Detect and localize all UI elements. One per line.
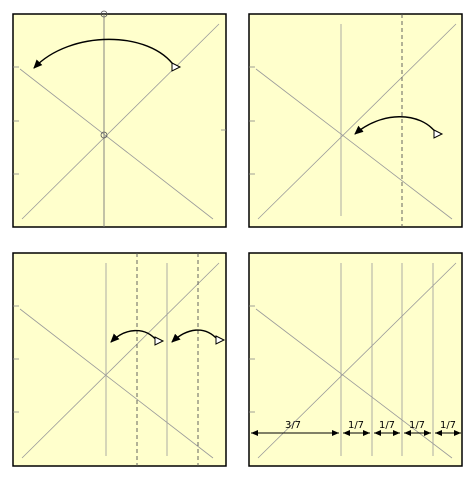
paper-square [248,13,463,228]
diagonal-crease [19,68,214,220]
panel-3 [12,252,227,467]
fraction-label-small: 1/7 [440,420,456,431]
fraction-label-small: 1/7 [348,420,364,431]
fraction-label-small: 1/7 [409,420,425,431]
diagonal-crease [257,262,457,459]
fold-arrow [33,38,176,69]
arrow-tail-triangle [215,335,226,345]
panel-1 [12,10,227,228]
paper-square [12,252,227,467]
fold-arrow [354,116,438,135]
fraction-label-small: 1/7 [379,420,395,431]
reference-point [100,131,108,139]
panel-4: 3/7 1/7 1/7 1/7 1/7 [248,252,463,467]
diagonal-crease [21,23,220,220]
paper-square [248,252,463,467]
panel-2 [248,13,463,228]
arrow-tail-triangle [171,62,182,72]
fold-arrow [110,329,158,343]
fold-arrow [171,329,219,343]
paper-square [12,13,227,228]
reference-point [100,10,108,18]
arrow-tail-triangle [433,129,444,139]
arrow-tail-triangle [154,336,165,346]
diagonal-crease [255,68,453,220]
diagonal-crease [19,308,214,459]
fraction-label-big: 3/7 [285,420,301,431]
diagonal-crease [257,23,457,220]
diagonal-crease [21,262,220,459]
